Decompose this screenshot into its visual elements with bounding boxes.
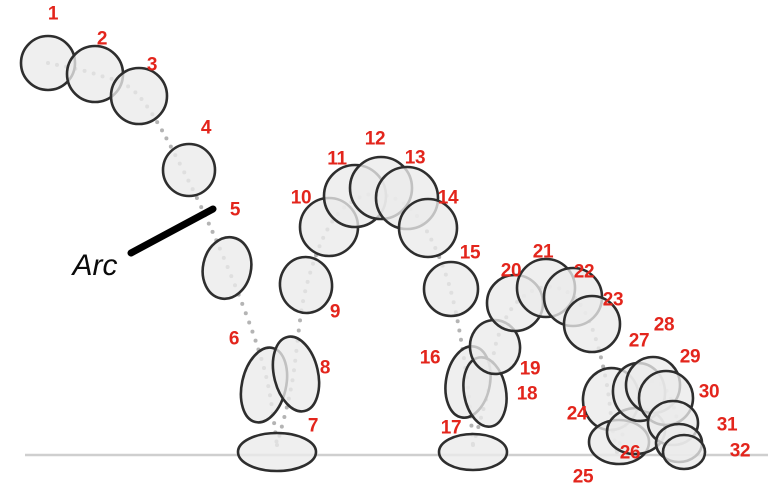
frame-label-22: 22 [573, 261, 595, 283]
ball-frame-4 [161, 142, 217, 198]
ball-frame-23 [562, 294, 622, 354]
trajectory-dot [168, 144, 173, 149]
frame-label-29: 29 [679, 346, 701, 368]
trajectory-dot [206, 221, 211, 226]
trajectory-dot [598, 355, 603, 360]
trajectory-dot [296, 328, 301, 333]
frame-label-23: 23 [602, 289, 624, 311]
ball-frame-7 [236, 431, 318, 473]
frame-label-2: 2 [96, 28, 108, 50]
frame-label-20: 20 [500, 260, 522, 282]
frame-label-6: 6 [228, 328, 240, 350]
frame-label-10: 10 [290, 187, 312, 209]
trajectory-dot [272, 421, 277, 426]
frame-label-16: 16 [419, 347, 441, 369]
ball-frames-group [19, 34, 707, 473]
trajectory-dot [282, 415, 287, 420]
trajectory-dot [279, 424, 284, 429]
frame-label-19: 19 [519, 358, 541, 380]
trajectory-dot [160, 128, 165, 133]
trajectory-dot [199, 205, 204, 210]
frame-label-9: 9 [329, 301, 341, 323]
ball-frame-3 [109, 66, 169, 126]
trajectory-dot [469, 423, 474, 428]
trajectory-dot [250, 329, 255, 334]
frame-label-18: 18 [516, 383, 538, 405]
trajectory-dot [194, 196, 199, 200]
trajectory-dot [284, 405, 289, 410]
ball-frame-14 [397, 197, 459, 259]
trajectory-dot [247, 320, 252, 325]
frame-label-12: 12 [364, 128, 386, 150]
frame-label-3: 3 [146, 54, 158, 76]
frame-label-24: 24 [566, 403, 588, 425]
trajectory-dot [240, 301, 245, 306]
frame-label-30: 30 [698, 381, 720, 403]
ball-frame-8 [271, 335, 321, 413]
trajectory-dot [457, 328, 462, 333]
trajectory-dot [476, 424, 481, 429]
trajectory-dot [458, 337, 463, 342]
frame-label-17: 17 [440, 417, 462, 439]
arc-pointer-group [127, 205, 217, 257]
frame-label-21: 21 [532, 241, 554, 263]
frame-label-25: 25 [572, 466, 594, 488]
trajectory-dot [253, 338, 258, 343]
frame-label-26: 26 [619, 442, 641, 464]
frame-label-1: 1 [47, 3, 59, 25]
trajectory-dot [164, 136, 169, 141]
trajectory-dot [601, 364, 606, 369]
frame-label-13: 13 [404, 147, 426, 169]
frame-label-31: 31 [716, 414, 738, 436]
frame-label-14: 14 [437, 187, 459, 209]
ball-frame-17 [437, 432, 509, 472]
frame-label-32: 32 [729, 440, 751, 462]
frame-label-15: 15 [459, 242, 481, 264]
ball-frame-9 [278, 255, 334, 315]
ball-frame-19 [468, 318, 522, 376]
frame-label-7: 7 [307, 415, 319, 437]
trajectory-dot [455, 319, 460, 324]
arc-pointer-line [127, 205, 217, 257]
frame-label-28: 28 [653, 314, 675, 336]
trajectory-dot [298, 318, 303, 323]
frame-label-8: 8 [319, 357, 331, 379]
frame-label-27: 27 [628, 330, 650, 352]
frame-label-5: 5 [229, 199, 241, 221]
trajectory-dot [155, 120, 160, 125]
ball-frame-32 [661, 433, 707, 471]
arc-annotation-label: Arc [72, 249, 118, 282]
frame-label-4: 4 [200, 117, 212, 139]
ball-frame-5 [201, 235, 253, 301]
trajectory-dot [210, 229, 215, 234]
frame-label-11: 11 [327, 148, 347, 170]
ball-frame-15 [422, 260, 480, 318]
trajectory-dot [243, 311, 248, 316]
